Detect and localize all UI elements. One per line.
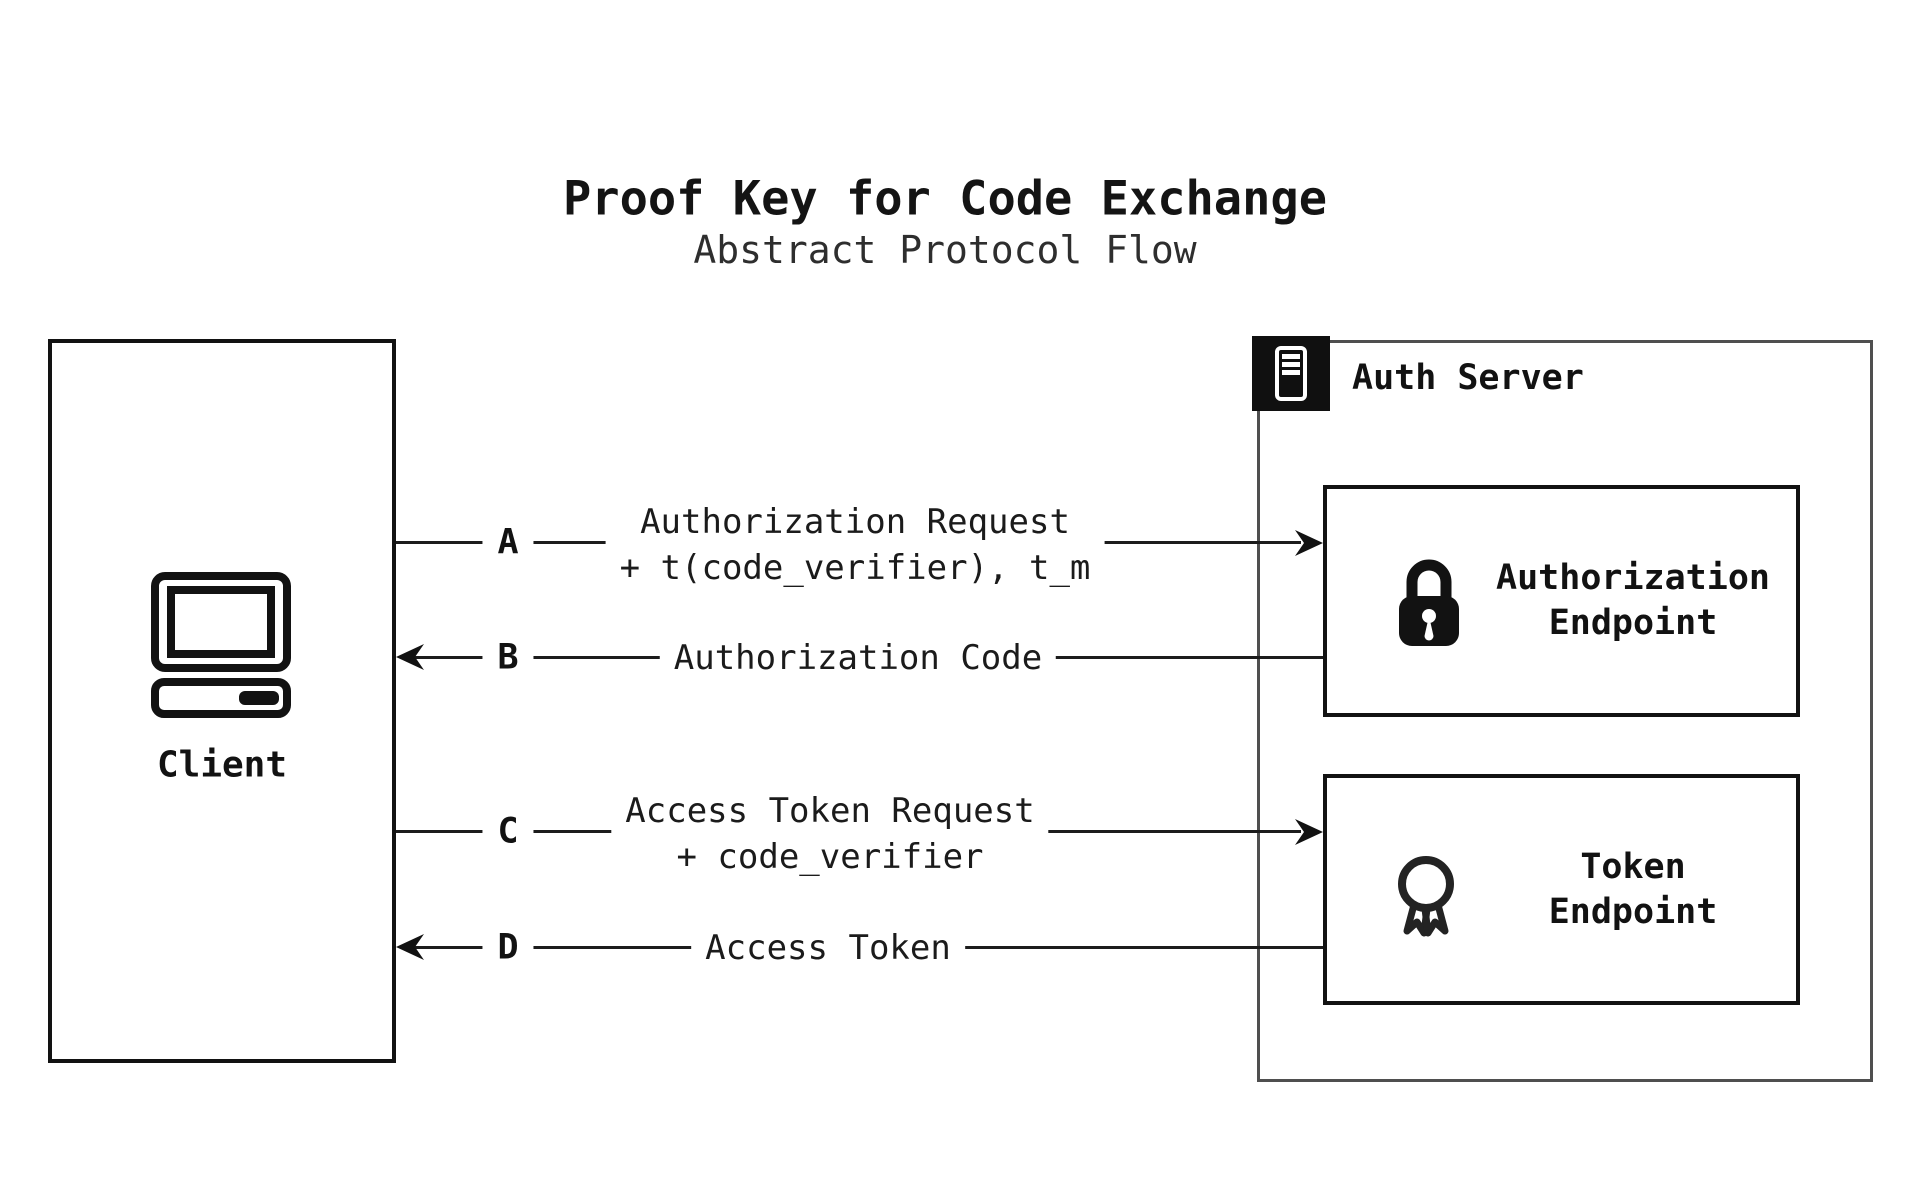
token-endpoint-label-line2: Endpoint (1548, 892, 1718, 932)
arrow-left-icon (396, 644, 424, 670)
flow-a-label-line1: Authorization Request (640, 502, 1070, 542)
flow-b-letter: B (482, 638, 534, 678)
computer-icon (151, 572, 291, 720)
flow-d-label: Access Token (691, 925, 965, 971)
auth-server-badge (1252, 336, 1330, 411)
authorization-endpoint-label-line1: Authorization (1496, 558, 1770, 598)
token-endpoint-label-line1: Token (1580, 847, 1686, 887)
diagram-title: Proof Key for Code Exchange (562, 171, 1328, 227)
token-endpoint-label: Token Endpoint (1549, 845, 1718, 935)
flow-a-letter: A (482, 523, 534, 563)
authorization-endpoint-label: Authorization Endpoint (1496, 556, 1770, 646)
flow-c-label: Access Token Request + code_verifier (611, 788, 1049, 880)
auth-server-label: Auth Server (1352, 358, 1584, 398)
flow-d-letter: D (482, 928, 534, 968)
award-ribbon-icon (1395, 853, 1457, 945)
flow-b-label: Authorization Code (659, 635, 1057, 681)
flow-a-label: Authorization Request + t(code_verifier)… (605, 499, 1105, 591)
flow-c-label-line1: Access Token Request (625, 791, 1035, 831)
diagram-subtitle: Abstract Protocol Flow (693, 228, 1197, 272)
lock-icon (1397, 556, 1461, 648)
server-rack-icon (1274, 345, 1308, 402)
arrow-right-icon (1295, 530, 1323, 556)
authorization-endpoint-label-line2: Endpoint (1548, 603, 1718, 643)
flow-a-label-line2: + t(code_verifier), t_m (619, 548, 1091, 588)
arrow-right-icon (1295, 819, 1323, 845)
client-label: Client (156, 744, 288, 786)
arrow-left-icon (396, 934, 424, 960)
flow-c-letter: C (482, 812, 534, 852)
flow-c-label-line2: + code_verifier (676, 837, 984, 877)
